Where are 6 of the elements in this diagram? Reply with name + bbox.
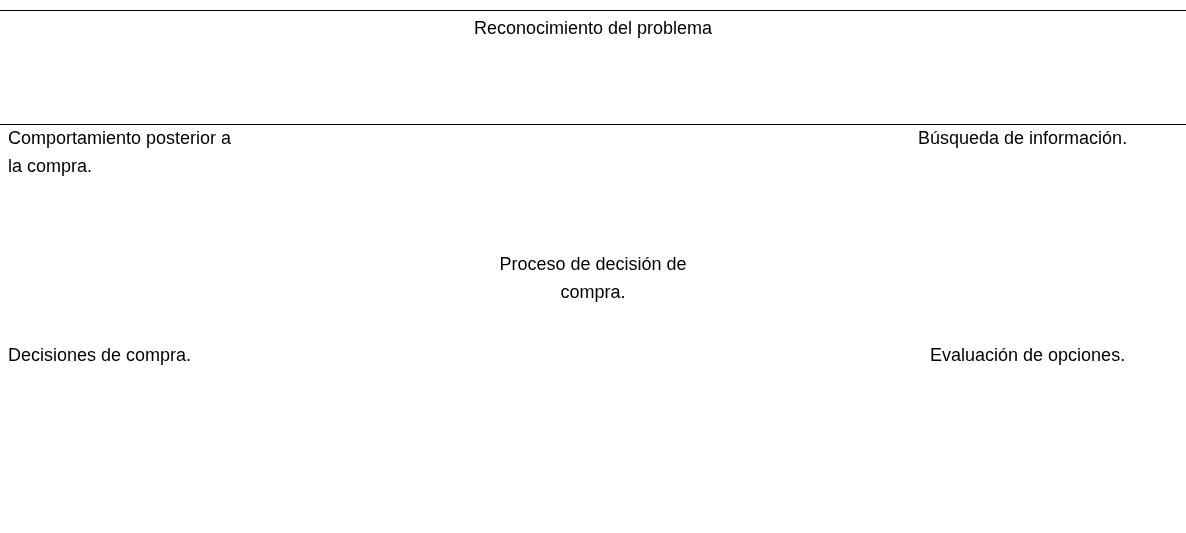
stage-label: Reconocimiento del problema [472,17,714,40]
stage-label: Decisiones de compra. [8,344,193,367]
stage-label: Evaluación de opciones. [930,344,1127,367]
center-label: Proceso de decisión de compra. [498,253,688,304]
stage-label: Búsqueda de información. [918,127,1129,150]
stage-label: Comportamiento posterior a la compra. [8,127,233,178]
